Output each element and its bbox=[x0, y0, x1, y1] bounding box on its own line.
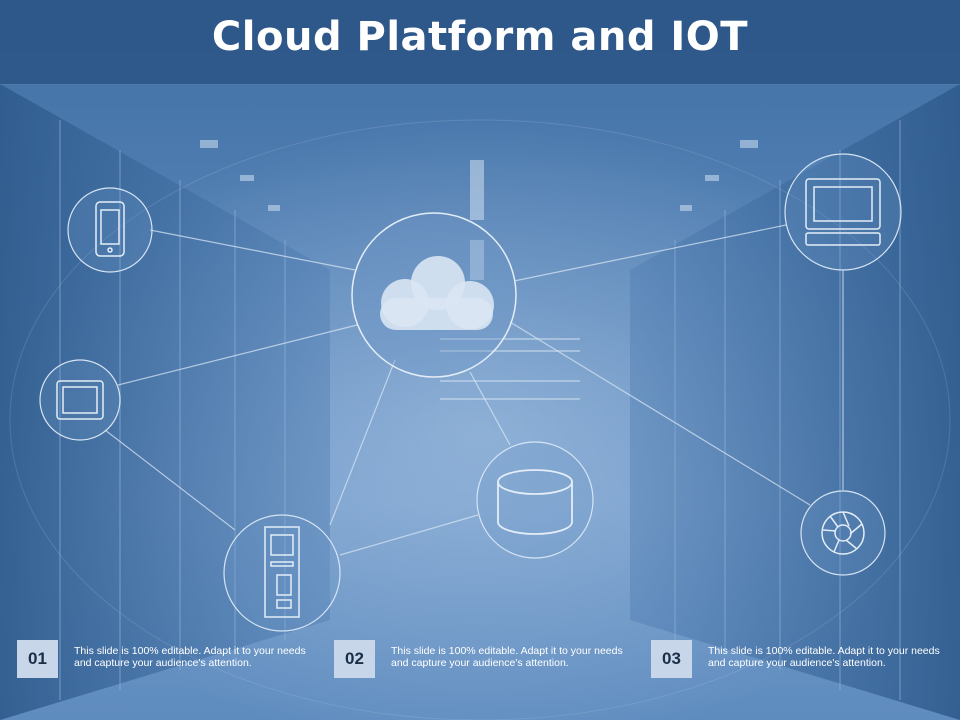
server-node bbox=[223, 514, 341, 632]
phone-icon bbox=[95, 201, 125, 257]
step-number-badge: 03 bbox=[651, 640, 692, 678]
step-description: This slide is 100% editable. Adapt it to… bbox=[74, 645, 306, 669]
title-bar: Cloud Platform and IOT bbox=[0, 0, 960, 85]
connection-lines bbox=[104, 224, 844, 556]
cloud-icon bbox=[380, 256, 494, 330]
slide-title: Cloud Platform and IOT bbox=[211, 14, 749, 60]
laptop-icon bbox=[805, 178, 881, 246]
tablet-icon bbox=[56, 380, 104, 420]
database-icon bbox=[497, 469, 573, 535]
phone-node bbox=[67, 187, 153, 273]
cloud-node bbox=[351, 212, 517, 378]
server-tower-icon bbox=[264, 526, 300, 618]
step-description: This slide is 100% editable. Adapt it to… bbox=[391, 645, 623, 669]
database-node bbox=[476, 441, 594, 559]
tablet-node bbox=[39, 359, 121, 441]
server-racks-background bbox=[0, 84, 960, 720]
step-description: This slide is 100% editable. Adapt it to… bbox=[708, 645, 940, 669]
laptop-node bbox=[784, 153, 902, 271]
step-number-badge: 02 bbox=[334, 640, 375, 678]
camera-node bbox=[800, 490, 886, 576]
step-number-badge: 01 bbox=[17, 640, 58, 678]
camera-shutter-icon bbox=[821, 511, 865, 555]
